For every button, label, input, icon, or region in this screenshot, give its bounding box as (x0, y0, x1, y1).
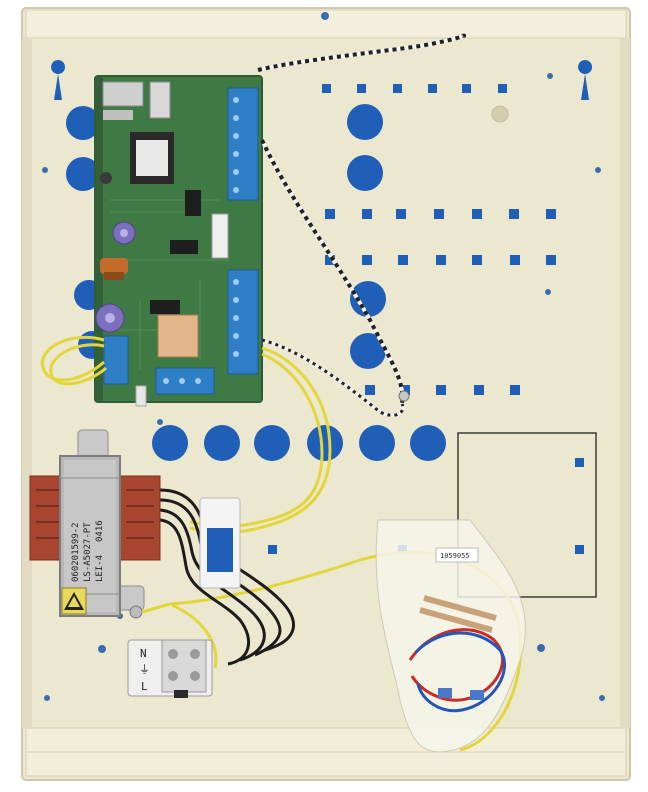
transformer-label-line2: LS-A5027-PT (83, 522, 93, 582)
fuse-holder (199, 497, 241, 589)
keyhole-slot-right (578, 60, 593, 100)
terminal-label-earth: ⏚ (139, 663, 150, 676)
keyhole-slot-left (51, 60, 66, 100)
round-stud (491, 105, 509, 123)
terminal-label-live: L (141, 680, 148, 693)
transformer-label-line4: 0416 (95, 520, 105, 542)
accessory-bag: 1059055 (375, 519, 526, 753)
knockouts-centre-column (347, 104, 386, 369)
mains-terminal-block: N ⏚ L (127, 639, 213, 698)
transformer-label-line1: 060201599-2 (71, 522, 81, 582)
knockouts-bottom-row (152, 425, 446, 461)
tamper-recess-outline (457, 432, 597, 598)
mains-transformer: 060201599-2 LS-A5027-PT LEI-4 0416 (29, 429, 161, 617)
bag-label-text: 1059055 (440, 552, 470, 560)
earth-ring-terminal (129, 602, 171, 619)
twisted-cable (257, 33, 466, 417)
control-pcb (94, 75, 263, 407)
terminal-label-neutral: N (140, 647, 147, 660)
transformer-label-line3: LEI-4 (95, 555, 105, 582)
